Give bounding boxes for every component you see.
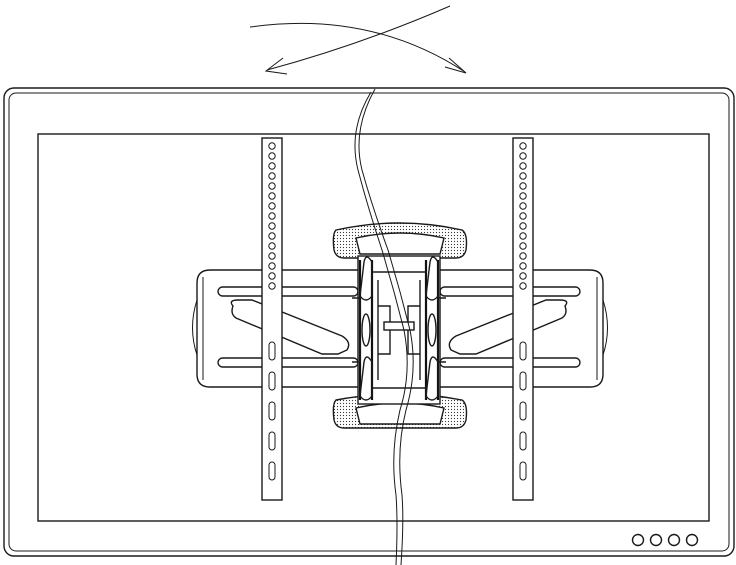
power-cable-icon <box>354 88 414 565</box>
vesa-rail-icon <box>512 137 534 501</box>
articulating-arm-icon <box>332 222 468 429</box>
swivel-arrows-icon <box>249 5 467 75</box>
tv-screen-icon <box>3 87 735 557</box>
vesa-rail-icon <box>261 137 283 501</box>
tv-buttons-icon <box>631 533 699 547</box>
